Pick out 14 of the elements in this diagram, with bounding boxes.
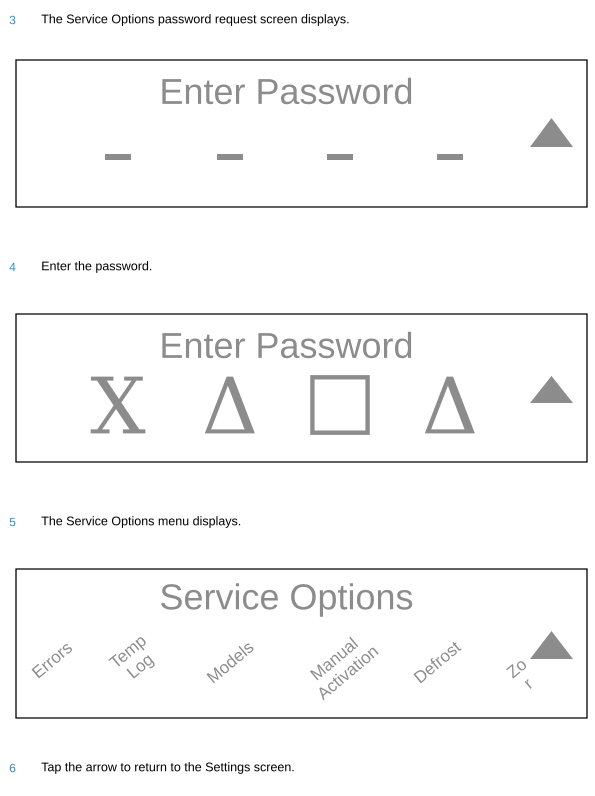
step-number: 6 [10,764,16,772]
instruction-text: The Service Options password request screen displays. [41,14,348,26]
instruction-text: The Service Options menu displays. [41,516,240,528]
password-symbol: Δ [424,376,475,434]
step-number: 3 [10,16,16,24]
step-number: 5 [10,518,16,526]
password-symbol: □ [310,375,370,435]
instruction-text: Tap the arrow to return to the Settings screen. [41,762,294,774]
password-symbol: Δ [204,376,255,434]
step-number: 4 [9,262,16,272]
menu-option: Zo r [506,661,532,689]
password-symbol: X [90,376,146,434]
display-screen: Enter Password [15,59,588,208]
instruction-text: Enter the password. [42,261,152,273]
